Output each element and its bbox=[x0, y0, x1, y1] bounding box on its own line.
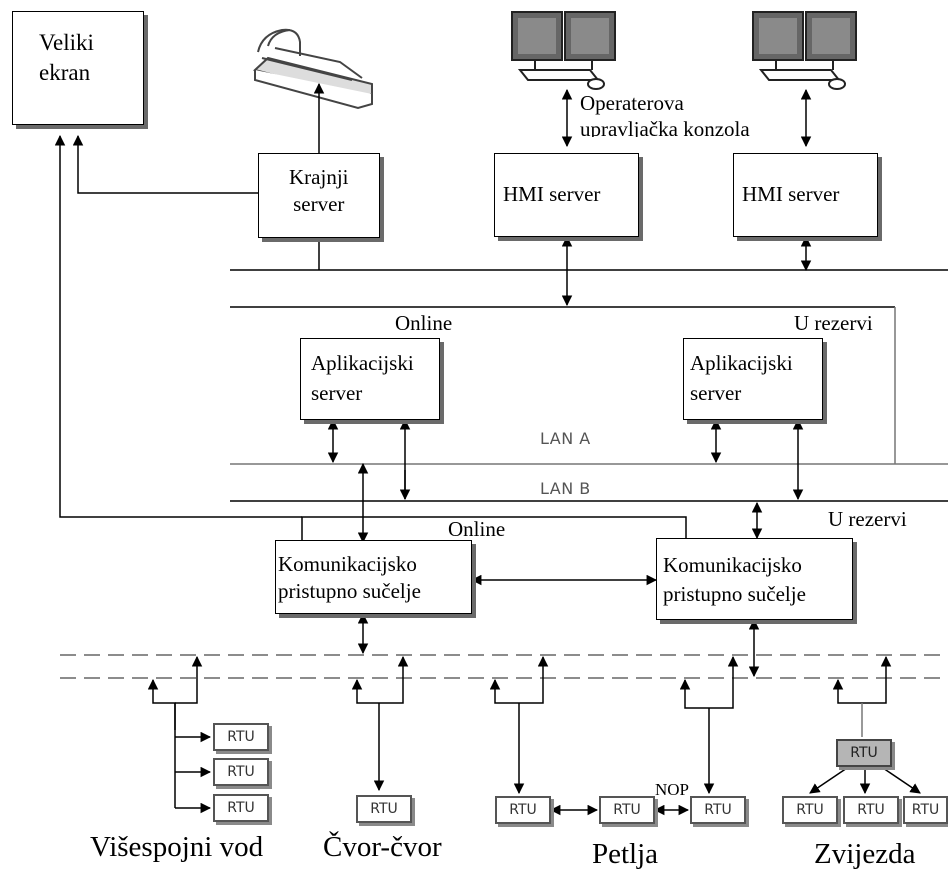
reserve-label-1: U rezervi bbox=[794, 311, 873, 335]
hmi-server-1-box: HMI server bbox=[494, 153, 639, 237]
rtu-petlja-3: RTU bbox=[690, 796, 746, 824]
topology-visespojni-vod: Višespojni vod bbox=[90, 831, 264, 863]
aplikacijski-server-2-label: Aplikacijski server bbox=[690, 351, 793, 405]
veliki-ekran-label: Veliki ekran bbox=[39, 30, 94, 85]
rtu-petlja-1: RTU bbox=[495, 796, 551, 824]
workstation-icon bbox=[511, 11, 616, 90]
rtu-zvijezda-1: RTU bbox=[782, 796, 838, 824]
rtu-zvijezda-3: RTU bbox=[903, 796, 948, 824]
krajnji-server-label: Krajnji server bbox=[289, 165, 349, 216]
online-label-1: Online bbox=[395, 311, 453, 335]
aplikacijski-server-2-box: Aplikacijski server bbox=[683, 338, 823, 420]
veliki-ekran-box: Veliki ekran bbox=[12, 11, 144, 125]
printer-icon bbox=[252, 28, 373, 110]
lan-a-label: LAN A bbox=[540, 429, 591, 448]
rtu-cvor-cvor: RTU bbox=[356, 795, 412, 823]
aplikacijski-server-1-label: Aplikacijski server bbox=[311, 351, 414, 405]
operator-console-label-1: Operaterova bbox=[580, 91, 684, 115]
hmi-server-2-box: HMI server bbox=[733, 153, 878, 237]
komunikacijsko-sucelje-2-label: Komunikacijsko pristupno sučelje bbox=[663, 553, 806, 606]
hmi-server-1-label: HMI server bbox=[503, 182, 601, 206]
topology-petlja: Petlja bbox=[592, 838, 659, 870]
rtu-zvijezda-2: RTU bbox=[843, 796, 899, 824]
komunikacijsko-sucelje-1-box: Komunikacijsko pristupno sučelje bbox=[275, 540, 472, 614]
nop-label: NOP bbox=[655, 780, 690, 799]
online-label-2: Online bbox=[448, 517, 506, 541]
workstation-icon bbox=[752, 11, 857, 90]
rtu-petlja-2: RTU bbox=[599, 796, 655, 824]
operator-console-label-2: upravljačka konzola bbox=[580, 119, 750, 137]
reserve-label-2: U rezervi bbox=[828, 507, 907, 531]
aplikacijski-server-1-box: Aplikacijski server bbox=[300, 338, 440, 420]
topology-cvor-cvor: Čvor-čvor bbox=[323, 831, 442, 863]
lan-b-label: LAN B bbox=[540, 479, 591, 498]
komunikacijsko-sucelje-2-box: Komunikacijsko pristupno sučelje bbox=[656, 538, 853, 620]
rtu-visespojni-1: RTU bbox=[213, 723, 269, 751]
rtu-visespojni-2: RTU bbox=[213, 758, 269, 786]
hmi-server-2-label: HMI server bbox=[742, 182, 840, 206]
komunikacijsko-sucelje-1-label: Komunikacijsko pristupno sučelje bbox=[278, 552, 421, 603]
krajnji-server-box: Krajnji server bbox=[258, 153, 380, 238]
rtu-visespojni-3: RTU bbox=[213, 794, 269, 822]
topology-zvijezda: Zvijezda bbox=[814, 838, 916, 870]
rtu-zvijezda-central: RTU bbox=[836, 739, 892, 767]
